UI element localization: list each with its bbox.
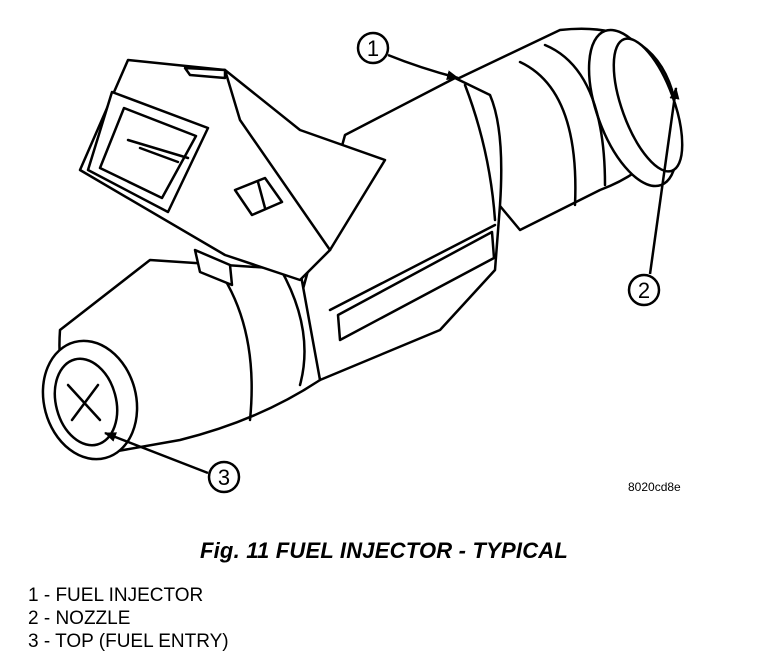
connector-tab [183,66,227,80]
legend-item-nozzle: 2 - NOZZLE [28,608,131,629]
callout-2-circle [627,273,661,307]
inlet-cross [66,383,102,422]
image-code: 8020cd8e [628,480,681,494]
callout-1-number: 1 [367,36,379,61]
callout-2-leader [648,87,680,275]
legend-item-top-fuel-entry: 3 - TOP (FUEL ENTRY) [28,631,229,652]
legend-list: 1 - FUEL INJECTOR 2 - NOZZLE 3 - TOP (FU… [28,584,229,653]
callout-1-leader [387,53,459,81]
callout-3-number: 3 [218,465,230,490]
connector-latch [233,176,284,217]
callout-1-circle [356,31,390,65]
callout-3: 3 [104,431,241,494]
callout-2: 2 [627,87,680,307]
callout-3-leader [104,431,209,475]
figure-caption: Fig. 11 FUEL INJECTOR - TYPICAL [199,538,569,563]
callout-2-number: 2 [638,278,650,303]
fuel-injector-illustration [41,27,684,461]
callout-1: 1 [356,31,459,81]
body-window [336,230,496,342]
legend-item-fuel-injector: 1 - FUEL INJECTOR [28,585,204,606]
callout-3-circle [207,460,241,494]
